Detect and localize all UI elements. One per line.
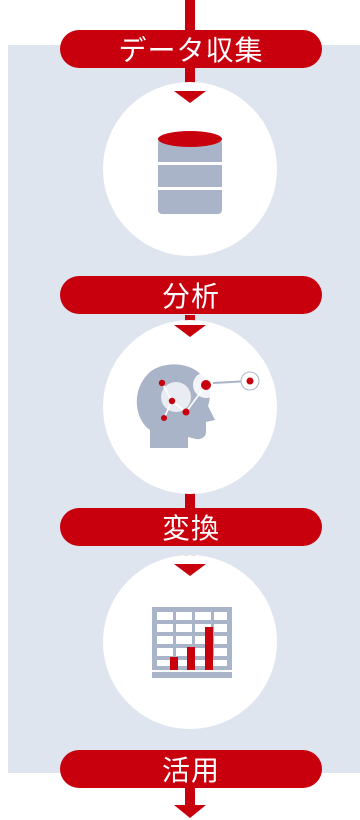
connector-line-3	[185, 488, 195, 518]
arrowhead-1	[174, 91, 206, 103]
ai-head-icon	[136, 364, 260, 448]
arrowhead-3	[174, 564, 206, 576]
step-pill-analysis	[60, 276, 322, 314]
connector-line-top	[185, 0, 195, 40]
step-pill-data-collection	[60, 30, 322, 68]
arrowhead-2	[174, 325, 206, 337]
database-icon	[158, 131, 222, 214]
step-pill-conversion	[60, 508, 322, 546]
arrowhead-4	[174, 805, 206, 818]
bar-chart-table-icon	[152, 607, 232, 678]
step-pill-utilization	[60, 750, 322, 788]
connector-line-1	[185, 66, 195, 94]
connector-line-bottom	[185, 783, 195, 807]
